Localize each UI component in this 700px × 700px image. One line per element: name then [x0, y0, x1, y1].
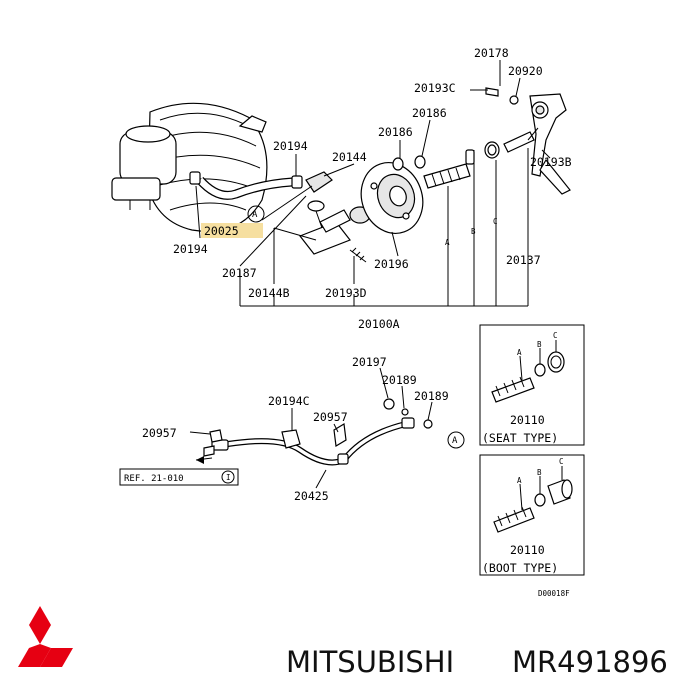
- callout-a-top: A: [247, 205, 265, 223]
- leg-b: B: [471, 227, 476, 236]
- reference-box: REF. 21-010 I: [119, 468, 239, 486]
- label-20425: 20425: [294, 489, 329, 503]
- leg-a: A: [445, 238, 450, 247]
- label-20194c: 20194C: [268, 394, 310, 408]
- svg-text:A: A: [452, 436, 458, 446]
- brake-booster-drawing: [111, 102, 268, 232]
- label-20025: 20025: [204, 224, 239, 238]
- inset-seat-type: A B C: [479, 324, 585, 446]
- svg-text:I: I: [226, 473, 231, 482]
- drawing-code: D00018F: [538, 589, 570, 598]
- label-20144b: 20144B: [248, 286, 290, 300]
- label-20194-b: 20194: [173, 242, 208, 256]
- svg-text:C: C: [553, 331, 558, 340]
- label-20186-b: 20186: [378, 125, 413, 139]
- svg-text:B: B: [537, 340, 542, 349]
- svg-text:C: C: [559, 457, 564, 466]
- label-20189-a: 20189: [382, 373, 417, 387]
- label-20197: 20197: [352, 355, 387, 369]
- label-20957-b: 20957: [313, 410, 348, 424]
- abc-leader-lines: [447, 148, 529, 306]
- label-20193b: 20193B: [530, 155, 572, 169]
- bottom-leader-lines: [189, 367, 433, 489]
- label-20196: 20196: [374, 257, 409, 271]
- svg-text:REF. 21-010: REF. 21-010: [124, 474, 184, 484]
- label-20144: 20144: [332, 150, 367, 164]
- mitsubishi-logo: [18, 606, 73, 667]
- label-20920: 20920: [508, 64, 543, 78]
- label-inset-boot-part: 20110: [510, 543, 545, 557]
- svg-text:A: A: [252, 210, 258, 220]
- label-20193c: 20193C: [414, 81, 456, 95]
- pedal-bracket: [527, 93, 571, 195]
- hose-20025: [189, 171, 333, 200]
- label-inset-seat-caption: (SEAT TYPE): [482, 431, 558, 445]
- label-20187: 20187: [222, 266, 257, 280]
- label-inset-boot-caption: (BOOT TYPE): [482, 561, 558, 575]
- pushrod-assembly: [392, 87, 535, 189]
- part-number: MR491896: [512, 645, 668, 679]
- clutch-hose-assembly: [195, 398, 433, 466]
- part-highlight: [201, 223, 263, 238]
- flange-20196: [360, 162, 424, 234]
- label-20194-a: 20194: [273, 139, 308, 153]
- svg-text:A: A: [517, 348, 522, 357]
- inset-boot-type: A B C: [479, 454, 585, 576]
- label-20178: 20178: [474, 46, 509, 60]
- clutch-master-cylinder: [299, 200, 371, 263]
- label-inset-seat-part: 20110: [510, 413, 545, 427]
- label-20193d: 20193D: [325, 286, 367, 300]
- label-20189-b: 20189: [414, 389, 449, 403]
- label-20137: 20137: [506, 253, 541, 267]
- svg-text:B: B: [537, 468, 542, 477]
- label-20100a: 20100A: [358, 317, 400, 331]
- leg-c: C: [493, 217, 498, 226]
- label-20186-a: 20186: [412, 106, 447, 120]
- label-20957-a: 20957: [142, 426, 177, 440]
- callout-a-bottom: A: [447, 431, 465, 449]
- svg-text:A: A: [517, 476, 522, 485]
- brand-name: MITSUBISHI: [286, 645, 454, 679]
- top-leader-lines: [195, 60, 551, 307]
